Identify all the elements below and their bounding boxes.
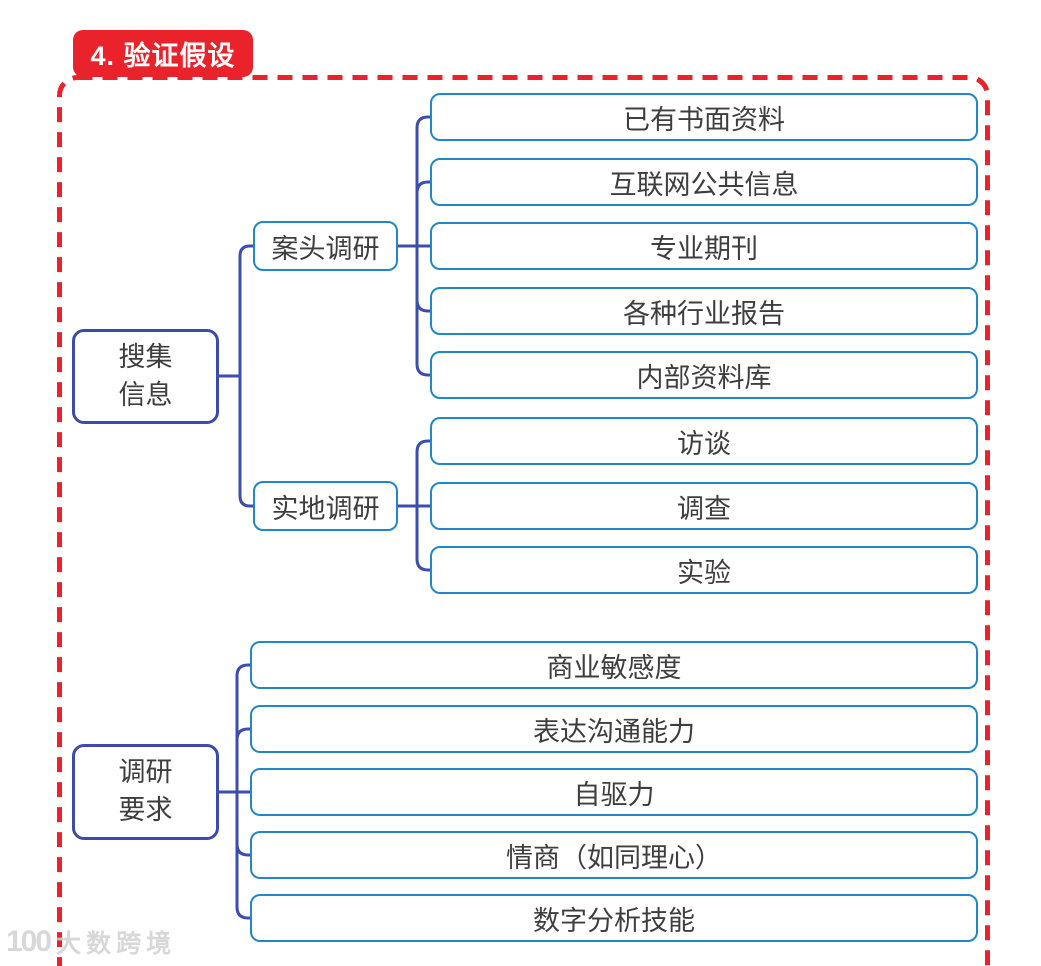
leaf-field-2: 调查 (430, 482, 978, 530)
connector-desk-spine (415, 115, 432, 377)
leaf-desk-2: 互联网公共信息 (430, 158, 978, 206)
branch-connectors (217, 115, 432, 920)
watermark-logo: 100 (6, 925, 52, 958)
connector-require-stub4 (235, 842, 252, 857)
node-field-research: 实地调研 (253, 481, 398, 531)
node-research-requirements: 调研 要求 (72, 744, 219, 840)
connector-desk-stub2 (415, 180, 432, 195)
leaf-desk-1: 已有书面资料 (430, 93, 978, 141)
connector-require-spine (235, 663, 252, 920)
leaf-field-1: 访谈 (430, 417, 978, 465)
section-title-badge: 4. 验证假设 (73, 30, 253, 77)
leaf-desk-3: 专业期刊 (430, 222, 978, 270)
leaf-field-3: 实验 (430, 546, 978, 594)
connector-collect-spine (238, 244, 255, 508)
node-desk-research: 案头调研 (253, 221, 398, 271)
leaf-require-1: 商业敏感度 (250, 641, 978, 689)
leaf-desk-4: 各种行业报告 (430, 287, 978, 335)
leaf-require-3: 自驱力 (250, 768, 978, 816)
leaf-require-4: 情商（如同理心） (250, 831, 978, 879)
leaf-desk-5: 内部资料库 (430, 351, 978, 399)
connector-field-spine (415, 439, 432, 572)
watermark: 100 大数跨境 (6, 924, 176, 960)
leaf-require-5: 数字分析技能 (250, 894, 978, 942)
leaf-require-2: 表达沟通能力 (250, 705, 978, 753)
connector-desk-stub4 (415, 298, 432, 313)
connector-require-stub2 (235, 727, 252, 742)
watermark-text: 大数跨境 (56, 930, 177, 958)
node-collect-info: 搜集 信息 (72, 329, 219, 424)
